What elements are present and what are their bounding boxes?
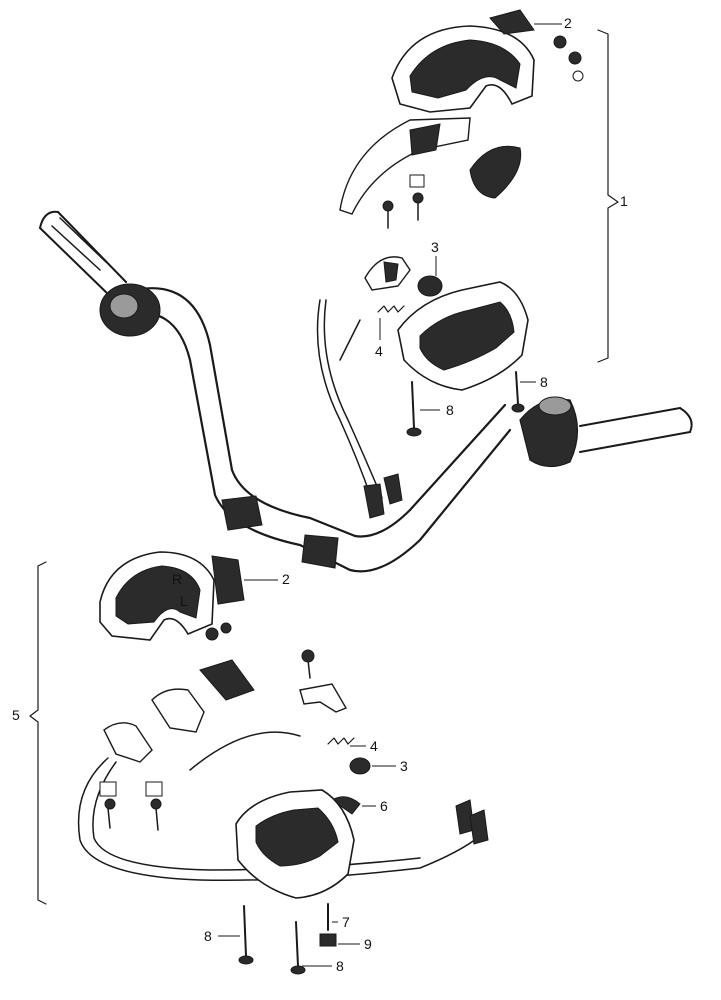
lower-wire-connectors: [455, 799, 489, 845]
group-1-bracket: [597, 29, 619, 363]
lower-contact-plate: [77, 722, 481, 881]
upper-housing-top: [391, 25, 535, 113]
lower-long-screws: [238, 903, 337, 975]
callout-low-4: 4: [370, 738, 378, 754]
knurl-band-left: [221, 495, 263, 531]
right-grip-collar: [519, 396, 579, 468]
lower-small-screws: [99, 781, 163, 831]
lower-switch-assembly: R L: [29, 551, 489, 975]
callout-top-2: 2: [564, 15, 572, 31]
callout-low-8a: 8: [204, 928, 212, 944]
callout-mid-2: 2: [282, 571, 290, 587]
lower-clamp: [299, 649, 348, 713]
knurl-band-center: [301, 534, 339, 569]
callout-low-7: 7: [342, 914, 350, 930]
callout-group-1: 1: [620, 193, 628, 209]
callout-low-3: 3: [400, 758, 408, 774]
lower-top-screws: [205, 622, 232, 641]
callout-top-4: 4: [375, 343, 383, 359]
upper-long-screws: [406, 371, 525, 437]
callout-low-8b: 8: [336, 958, 344, 974]
group-5-bracket: [29, 561, 47, 905]
handlebar: [39, 210, 693, 573]
upper-wire-harness: [316, 299, 403, 519]
spring: [377, 305, 405, 313]
lower-spring-button: [327, 737, 371, 775]
callout-top-3: 3: [431, 239, 439, 255]
lower-housing-bottom: [235, 789, 355, 899]
contact-plate: [339, 117, 471, 215]
lower-housing-top: R L: [99, 551, 215, 641]
upper-small-screws: [382, 174, 425, 229]
kill-switch-knob: [489, 9, 535, 35]
dust-cover: [331, 796, 361, 815]
upper-switch-assembly: [316, 9, 619, 519]
callout-group-5: 5: [12, 707, 20, 723]
callout-low-6: 6: [380, 798, 388, 814]
callout-top-8b: 8: [446, 402, 454, 418]
callout-low-9: 9: [364, 936, 372, 952]
top-screws: [553, 35, 584, 82]
switch-rocker: [469, 145, 522, 199]
switch-mark-l: L: [180, 593, 188, 609]
callouts: 2 1 3 4 8 8 2 5 4 3 6 8 7 9 8: [12, 15, 628, 974]
contact-block: [151, 659, 255, 733]
horn-button: [417, 275, 443, 297]
switch-mark-r: R: [172, 571, 182, 587]
callout-top-8a: 8: [540, 374, 548, 390]
turn-signal-knob: [211, 555, 245, 605]
upper-housing-lower: [397, 281, 529, 391]
left-grip-collar: [99, 283, 161, 337]
clamp-piece: [364, 256, 411, 291]
